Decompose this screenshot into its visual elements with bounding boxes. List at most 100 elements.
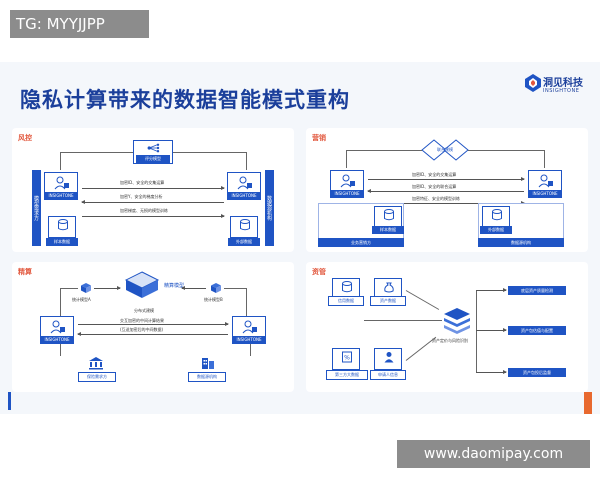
risk-arrow-3 bbox=[82, 214, 225, 218]
finance-arrow-top-left bbox=[94, 286, 121, 290]
blue-accent-bar bbox=[8, 392, 11, 410]
risk-data-left bbox=[48, 216, 76, 238]
risk-node-right: INSIGHTONE bbox=[227, 172, 261, 200]
finance-node-left: INSIGHTONE bbox=[40, 316, 74, 344]
database-icon bbox=[384, 209, 394, 221]
risk-connector-right-h bbox=[173, 152, 246, 153]
finance-drop-right bbox=[250, 344, 251, 356]
risk-data-left-label: 样本数据 bbox=[46, 238, 78, 246]
logo-name: 洞见科技 bbox=[543, 78, 583, 89]
layer-stack-icon bbox=[444, 308, 470, 334]
risk-data-right-label: 外部数据 bbox=[228, 238, 260, 246]
small-cube-icon bbox=[81, 283, 91, 293]
risk-right-bar: 数据源机构 bbox=[265, 170, 274, 246]
slide-title: 隐私计算带来的数据智能模式重构 bbox=[20, 88, 350, 112]
asset-output-3: 资产包投后监督 bbox=[508, 368, 566, 377]
finance-node-right: INSIGHTONE bbox=[232, 316, 266, 344]
finance-drop-left bbox=[60, 344, 61, 356]
svg-text:%: % bbox=[344, 355, 350, 362]
finance-connector-left-h bbox=[60, 288, 78, 289]
percent-doc-icon: % bbox=[342, 351, 352, 363]
finance-connector-right-h bbox=[224, 288, 246, 289]
finance-left-bottom: 保险需求方 bbox=[78, 372, 116, 382]
asset-applicant-box bbox=[374, 348, 402, 370]
person-icon bbox=[384, 352, 394, 363]
bank-icon bbox=[89, 357, 103, 370]
asset-link-3 bbox=[364, 320, 442, 321]
risk-data-right bbox=[230, 216, 258, 238]
mkt-node-right-caption: INSIGHTONE bbox=[529, 190, 561, 197]
mkt-line-2: 加密ID、安全的联合运算 bbox=[412, 184, 457, 189]
panel-finance-title: 精算 bbox=[18, 268, 32, 276]
mkt-connector-right-v bbox=[544, 150, 545, 168]
user-lock-icon bbox=[237, 176, 252, 190]
finance-arrow-top-right bbox=[181, 286, 206, 290]
asset-thirdparty-box: % bbox=[332, 348, 360, 370]
mkt-connector-left-v bbox=[346, 150, 347, 168]
database-icon bbox=[58, 219, 68, 231]
asset-center-label: 资产定价与风险识别 bbox=[432, 338, 468, 343]
panel-asset-title: 资管 bbox=[312, 268, 326, 276]
asset-out-arrow-3 bbox=[476, 370, 507, 374]
mkt-right-bottom: 数据源机构 bbox=[478, 238, 564, 247]
user-lock-icon bbox=[340, 174, 355, 188]
risk-line-1: 加密ID、安全的交集运算 bbox=[120, 180, 165, 185]
risk-node-left: INSIGHTONE bbox=[44, 172, 78, 200]
finance-node-right-caption: INSIGHTONE bbox=[233, 336, 265, 343]
risk-score-model-label: 评分模型 bbox=[136, 155, 170, 163]
finance-node-left-caption: INSIGHTONE bbox=[41, 336, 73, 343]
building-icon bbox=[202, 358, 214, 369]
finance-sub-right: 统计模型B bbox=[204, 297, 223, 302]
watermark-tag: TG: MYYJJPP bbox=[10, 10, 149, 38]
risk-connector-right-v bbox=[246, 152, 247, 170]
asset-output-1: 底层资产质量检测 bbox=[508, 286, 566, 295]
asset-left-top: 信用数据 bbox=[328, 296, 364, 306]
asset-left-bottom: 第三方大数据 bbox=[326, 370, 368, 380]
asset-output-2: 资产包估值与配置 bbox=[508, 326, 566, 335]
user-lock-icon bbox=[242, 320, 257, 334]
asset-out-trunk bbox=[476, 290, 477, 372]
logo-subtitle: INSIGHTONE bbox=[543, 88, 580, 94]
mkt-data-left-label: 样本数据 bbox=[372, 226, 404, 234]
database-icon bbox=[492, 209, 502, 221]
risk-line-3: 加密梯度、无损的模型训练 bbox=[120, 208, 168, 213]
finance-right-bottom: 数据源机构 bbox=[188, 372, 226, 382]
risk-node-right-caption: INSIGHTONE bbox=[228, 192, 260, 199]
asset-out-arrow-1 bbox=[476, 288, 507, 292]
database-icon bbox=[240, 219, 250, 231]
risk-arrow-2 bbox=[81, 200, 224, 204]
network-icon bbox=[147, 143, 160, 153]
finance-center-2: 交互加密的中间计算结果 bbox=[120, 318, 164, 323]
risk-arrow-1 bbox=[82, 186, 225, 190]
mkt-line-3: 加密特征、安全的模型训练 bbox=[412, 196, 460, 201]
risk-score-model: 评分模型 bbox=[133, 140, 173, 164]
mkt-data-left bbox=[374, 206, 402, 228]
mkt-connector-right-h bbox=[468, 150, 544, 151]
finance-connector-left bbox=[60, 288, 61, 316]
money-bag-icon bbox=[384, 282, 394, 293]
user-lock-icon bbox=[50, 320, 65, 334]
user-lock-icon bbox=[538, 174, 553, 188]
mkt-connector-left-h bbox=[346, 150, 422, 151]
cube-stack-icon bbox=[124, 271, 160, 298]
mkt-node-left-caption: INSIGHTONE bbox=[331, 190, 363, 197]
user-lock-icon bbox=[54, 176, 69, 190]
finance-connector-right bbox=[246, 288, 247, 316]
mkt-data-right-label: 外部数据 bbox=[480, 226, 512, 234]
brand-logo: 洞见科技 INSIGHTONE bbox=[525, 72, 587, 102]
logo-mark-icon bbox=[525, 74, 541, 92]
mkt-node-left: INSIGHTONE bbox=[330, 170, 364, 198]
finance-center-3: (互送加密后的中间数据) bbox=[120, 327, 164, 332]
mkt-node-right: INSIGHTONE bbox=[528, 170, 562, 198]
mkt-data-right bbox=[482, 206, 510, 228]
asset-mid-bottom: 申请人信息 bbox=[370, 370, 406, 380]
mkt-arrow-1 bbox=[368, 177, 525, 181]
mkt-arrow-2 bbox=[367, 189, 524, 193]
marketing-joint-label: 联合建模 bbox=[437, 147, 453, 152]
mkt-line-1: 加密ID、安全的交集运算 bbox=[412, 172, 457, 177]
mkt-left-bottom: 业务营销方 bbox=[318, 238, 404, 247]
database-icon bbox=[342, 281, 352, 293]
finance-arrow-2 bbox=[77, 332, 228, 336]
risk-line-2: 加密Y、安全的梯度分析 bbox=[120, 194, 163, 199]
asset-mid-top: 资产数据 bbox=[370, 296, 406, 306]
